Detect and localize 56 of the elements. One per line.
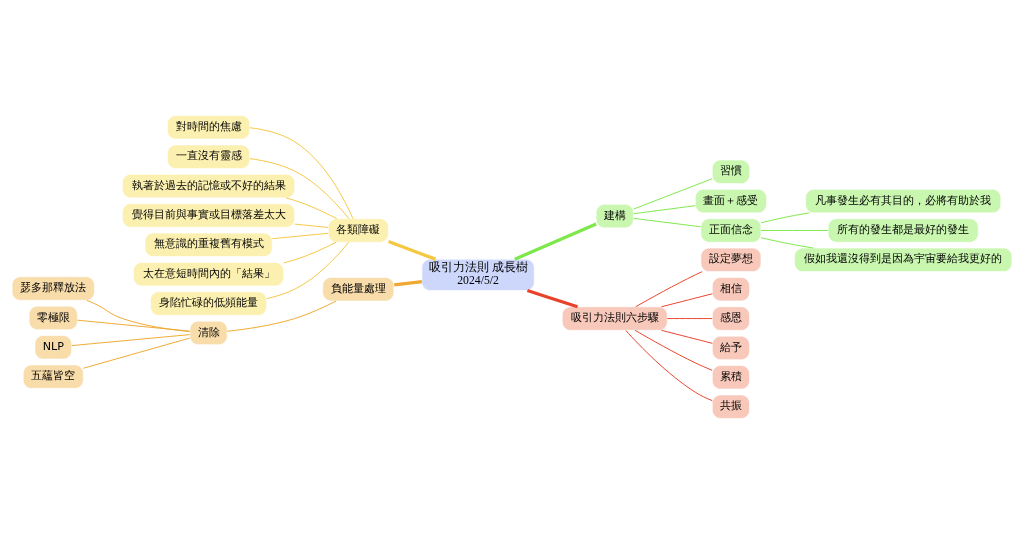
- node-box: 共振: [712, 394, 750, 419]
- connector: [226, 300, 337, 332]
- node-box: 執著於過去的記憶或不好的結果: [122, 173, 296, 198]
- node-box: 零極限: [28, 305, 78, 330]
- connector: [71, 333, 191, 346]
- connector: [760, 236, 814, 249]
- connector: [633, 217, 702, 227]
- node-box: 給予: [712, 335, 750, 360]
- node-box: 畫面＋感受: [695, 188, 767, 213]
- node-box: 建構: [595, 203, 634, 228]
- node-box: 吸引力法則六步驟: [561, 306, 668, 331]
- connector: [514, 221, 597, 261]
- connector: [266, 241, 350, 299]
- node-box: 設定夢想: [700, 247, 762, 272]
- node-box: 覺得目前與事實或目標落差太大: [122, 202, 296, 227]
- connector: [271, 232, 329, 239]
- connector: [82, 337, 191, 369]
- node-box: 各類障礙: [328, 217, 389, 243]
- connector: [661, 292, 713, 307]
- connector: [77, 319, 191, 332]
- node-box: 感恩: [712, 306, 750, 331]
- node-box: 相信: [712, 276, 750, 301]
- connector: [760, 229, 829, 231]
- node-box: 習慣: [712, 159, 750, 184]
- connector: [285, 196, 338, 219]
- node-box: 瑟多那釋放法: [11, 275, 95, 301]
- connector: [661, 329, 713, 344]
- node-box: 負能量處理: [322, 276, 395, 301]
- node-box: 一直沒有靈感: [167, 144, 250, 169]
- connector: [633, 177, 713, 210]
- node-box: 太在意短時間內的「結果」: [133, 261, 284, 286]
- connector: [526, 288, 579, 308]
- node-box: 正面信念: [700, 217, 762, 243]
- node-box: 累積: [712, 364, 750, 389]
- node-box: 五蘊皆空: [22, 364, 84, 389]
- connector: [625, 329, 713, 401]
- connector: [388, 239, 437, 261]
- connector: [634, 329, 713, 371]
- node-box: 無意識的重複舊有模式: [144, 232, 273, 257]
- connector: [666, 317, 713, 319]
- connector: [633, 204, 696, 214]
- connector: [635, 270, 703, 307]
- node-box: 清除: [189, 320, 228, 345]
- node-box: 假如我還沒得到是因為宇宙要給我更好的: [794, 247, 1013, 272]
- connector: [294, 223, 329, 228]
- node-box: 身陷忙碌的低頻能量: [150, 290, 267, 316]
- connector: [394, 279, 423, 287]
- connector: [249, 157, 350, 219]
- connector: [283, 241, 337, 263]
- connector: [760, 211, 810, 223]
- node-box: 凡事發生必有其目的，必將有助於我: [805, 188, 1002, 213]
- node-box: 吸引力法則 成長樹 2024/5/2: [421, 258, 535, 291]
- connector: [249, 126, 354, 219]
- node-box: 對時間的焦慮: [167, 114, 250, 139]
- node-box: 所有的發生都是最好的發生: [827, 217, 979, 243]
- node-box: NLP: [34, 334, 72, 359]
